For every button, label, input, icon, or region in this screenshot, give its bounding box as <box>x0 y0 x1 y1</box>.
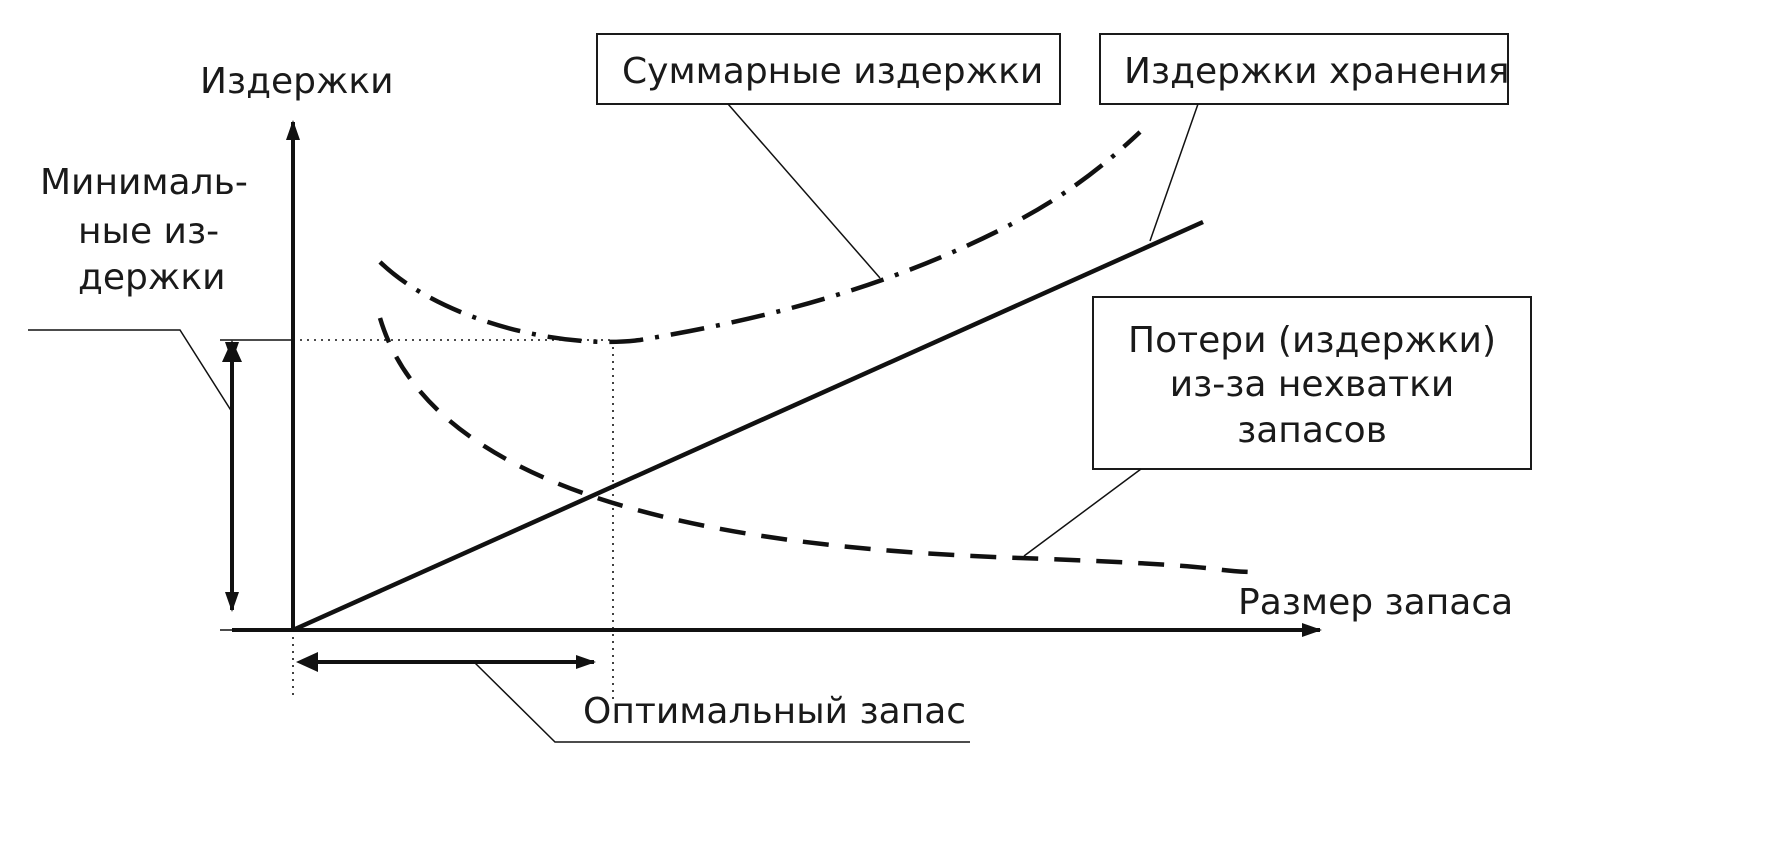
min-costs-label-line-3: держки <box>78 257 225 298</box>
shortage-label-line-3: запасов <box>1237 410 1387 451</box>
shortage-leader <box>1023 468 1142 557</box>
x-axis-label: Размер запаса <box>1238 582 1513 623</box>
total-costs-box <box>596 33 1061 105</box>
total-costs-label: Суммарные издержки <box>622 51 1043 92</box>
min-costs-leader <box>28 329 233 413</box>
storage-costs-box <box>1099 33 1509 105</box>
shortage-cost-curve <box>377 317 1251 575</box>
min-costs-label-line-2: ные из- <box>78 211 219 252</box>
shortage-label-line-1: Потери (издержки) <box>1128 320 1496 361</box>
min-costs-arrow-top <box>222 340 242 362</box>
optimal-stock-arrow-left <box>296 652 318 672</box>
storage-cost-line <box>292 219 1204 633</box>
shortage-label-line-2: из-за нехватки <box>1170 364 1455 405</box>
total-cost-curve <box>378 130 1142 345</box>
min-costs-label-line-1: Минималь- <box>40 162 248 203</box>
total-costs-leader <box>727 103 881 279</box>
y-axis-label: Издержки <box>200 61 394 102</box>
optimal-stock-label: Оптимальный запас <box>583 691 966 732</box>
storage-costs-label: Издержки хранения <box>1124 51 1509 92</box>
storage-costs-leader <box>1149 103 1199 242</box>
shortage-costs-box <box>1092 296 1532 470</box>
optimal-stock-leader <box>473 661 970 743</box>
